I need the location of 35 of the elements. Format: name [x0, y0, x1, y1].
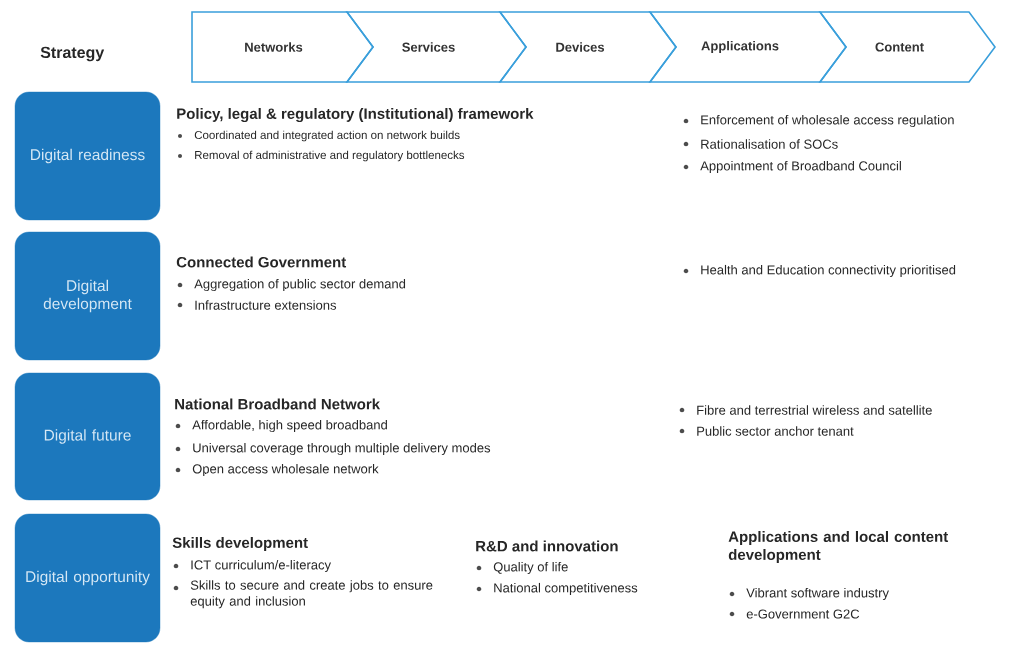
bullet-text: Quality of life — [493, 561, 568, 575]
bullet-text: ICT curriculum/e-literacy — [191, 559, 331, 573]
bullet-text: Affordable, high speed broadband — [192, 419, 387, 433]
bullet-text: Fibre and terrestrial wireless and satellite — [697, 405, 932, 415]
bullet-text: Universal coverage through multiple delivery modes — [193, 442, 491, 456]
rounded-box: Digital development — [14, 231, 161, 361]
bullet-text: National competitiveness — [494, 582, 638, 596]
heading: Skills development — [172, 537, 308, 551]
bullet-text: Health and Education connectivity prioritised — [701, 264, 956, 278]
heading: Policy, legal & regulatory (Institutional) framework — [177, 108, 534, 123]
heading: Connected Government — [176, 256, 347, 268]
bullet-text: Public sector anchor tenant — [697, 426, 854, 436]
bullet-text: Skills to secure and create jobs to ensure equity and inclusion — [190, 580, 433, 609]
rounded-box: Digital future — [14, 372, 161, 501]
chevron-box: Services — [345, 11, 527, 83]
bullet-text: Removal of administrative and regulatory bottlenecks — [195, 150, 465, 162]
rounded-box: Digital readiness — [14, 91, 161, 221]
bullet-text: Vibrant software industry — [746, 587, 889, 601]
bullet-text: Open access wholesale network — [192, 463, 379, 477]
bullet-text: e-Government G2C — [746, 609, 860, 619]
heading: Strategy — [40, 46, 105, 62]
bullet-text: Rationalisation of SOCs — [701, 139, 838, 149]
bullet-text: Aggregation of public sector demand — [194, 278, 406, 292]
bullet-text: Appointment of Broadband Council — [700, 160, 901, 174]
bullet-text: Enforcement of wholesale access regulation — [701, 114, 954, 128]
chevron-box: Content — [818, 11, 996, 83]
chevron-box: Networks — [191, 11, 374, 83]
heading: Applications and local content development — [728, 531, 949, 563]
rounded-box: Digital opportunity — [14, 513, 161, 643]
bullet-text: Coordinated and integrated action on network builds — [194, 130, 460, 142]
chevron-box: Applications — [648, 11, 847, 83]
heading: R&D and innovation — [476, 540, 618, 552]
chevron-box: Devices — [498, 11, 677, 83]
bullet-text: Infrastructure extensions — [195, 300, 337, 310]
heading: National Broadband Network — [175, 398, 381, 410]
